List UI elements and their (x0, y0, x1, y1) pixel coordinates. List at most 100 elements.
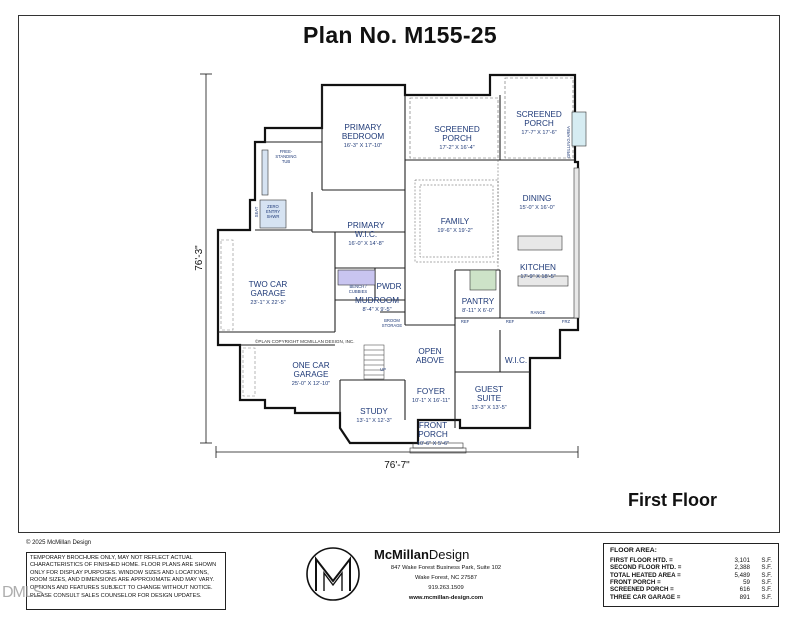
room-name: PORCH (524, 119, 554, 128)
floor-area-heading: FLOOR AREA: (610, 547, 657, 554)
room-dimension: 17'-7" X 17'-6" (521, 130, 556, 136)
frz-label: FRZ (562, 319, 571, 324)
mcmillan-logo-icon (306, 547, 360, 601)
sheet-border (18, 15, 780, 533)
copyright-text: © 2025 McMillan Design (26, 540, 92, 546)
room-label: DINING 15'-0" X 16'-0" (519, 194, 554, 211)
brand-address-2: Wake Forest, NC 27587 (415, 575, 477, 581)
room-dimension: 16'-3" X 17'-10" (344, 143, 382, 149)
room-name: PRIMARY (344, 123, 382, 132)
room-name: KITCHEN (520, 263, 556, 272)
disclaimer-text: TEMPORARY BROCHURE ONLY, MAY NOT REFLECT… (26, 551, 226, 610)
room-dimension: 25'-0" X 12'-10" (292, 381, 330, 387)
brand-block: McMillanDesign 847 Wake Forest Business … (304, 545, 524, 607)
brand-address-1: 847 Wake Forest Business Park, Suite 102 (390, 565, 502, 571)
room-name: SCREENED (434, 125, 480, 134)
floor-name: First Floor (628, 490, 717, 510)
watermark: DMLS (2, 584, 43, 601)
brand-name: McMillanDesign (374, 547, 469, 562)
brand-name-bold: McMillan (374, 547, 429, 562)
disclaimer-block: © 2025 McMillan Design TEMPORARY BROCHUR… (26, 540, 226, 610)
room-name: PANTRY (462, 297, 495, 306)
room-name: PORCH (418, 430, 448, 439)
room-name: GARAGE (293, 370, 329, 379)
dimension-lines (200, 73, 579, 458)
room-dimension: 8'-4" X 9'-5" (362, 307, 391, 313)
stairs (363, 344, 385, 380)
room-label: MUDROOM 8'-4" X 9'-5" (355, 296, 399, 313)
room-name: PWDR (376, 282, 401, 291)
room-label: PANTRY 8'-11" X 6'-0" (462, 297, 495, 314)
room-dimension: 8'-11" X 6'-0" (462, 308, 494, 314)
range-label: RANGE (531, 310, 546, 315)
room-name: ABOVE (416, 356, 445, 365)
front-steps (409, 442, 467, 454)
room-dimension: 23'-1" X 22'-5" (250, 300, 285, 306)
room-name: OPEN (418, 347, 441, 356)
brand-name-light: Design (428, 547, 470, 562)
family-ceiling-detail (414, 160, 499, 270)
room-label: KITCHEN 17'-9" X 18'-5" (520, 263, 556, 280)
room-label: FOYER 10'-1" X 16'-11" (412, 387, 450, 404)
room-name: GUEST (475, 385, 503, 394)
overall-width-dimension: 76'-7" (384, 460, 410, 471)
overall-depth-dimension: 76'-3" (194, 245, 205, 271)
ref-label-2: REF (506, 319, 515, 324)
room-dimension: 13'-3" X 13'-5" (471, 405, 506, 411)
brand-phone: 919.263.1509 (428, 585, 464, 591)
interior-walls (218, 85, 578, 428)
room-dimension: 13'-1" X 12'-3" (356, 418, 391, 424)
room-name: PORCH (442, 134, 472, 143)
room-name: BEDROOM (342, 132, 384, 141)
room-dimension: 17'-2" X 16'-4" (439, 145, 474, 151)
room-dimension: 10'-1" X 16'-11" (412, 398, 450, 404)
room-name: GARAGE (250, 289, 286, 298)
room-name: PRIMARY (347, 221, 385, 230)
room-name: FAMILY (441, 217, 470, 226)
room-name: MUDROOM (355, 296, 399, 305)
bench-cubbies-label: BENCH /CUBBIES (349, 284, 368, 294)
room-name: DINING (523, 194, 552, 203)
ref-label: REF (461, 319, 470, 324)
room-label: PWDR (376, 282, 401, 291)
grilling-area-label: GRILLING AREA (566, 126, 571, 158)
room-dimension: 16'-0" X 14'-8" (348, 241, 383, 247)
room-dimension: 10'-6" X 5'-6" (417, 441, 449, 447)
room-name: FRONT (419, 421, 447, 430)
room-name: W.I.C. (505, 356, 527, 365)
room-name: W.I.C. (355, 230, 377, 239)
room-name: TWO CAR (249, 280, 288, 289)
kitchen-fixtures (259, 111, 587, 319)
room-name: ONE CAR (292, 361, 329, 370)
room-dimension: 15'-0" X 16'-0" (519, 205, 554, 211)
room-name: FOYER (417, 387, 445, 396)
garage-doors (220, 239, 256, 397)
room-label: W.I.C. (505, 356, 527, 365)
brand-website: www.mcmillan-design.com (408, 595, 484, 601)
room-dimension: 17'-9" X 18'-5" (520, 274, 555, 280)
